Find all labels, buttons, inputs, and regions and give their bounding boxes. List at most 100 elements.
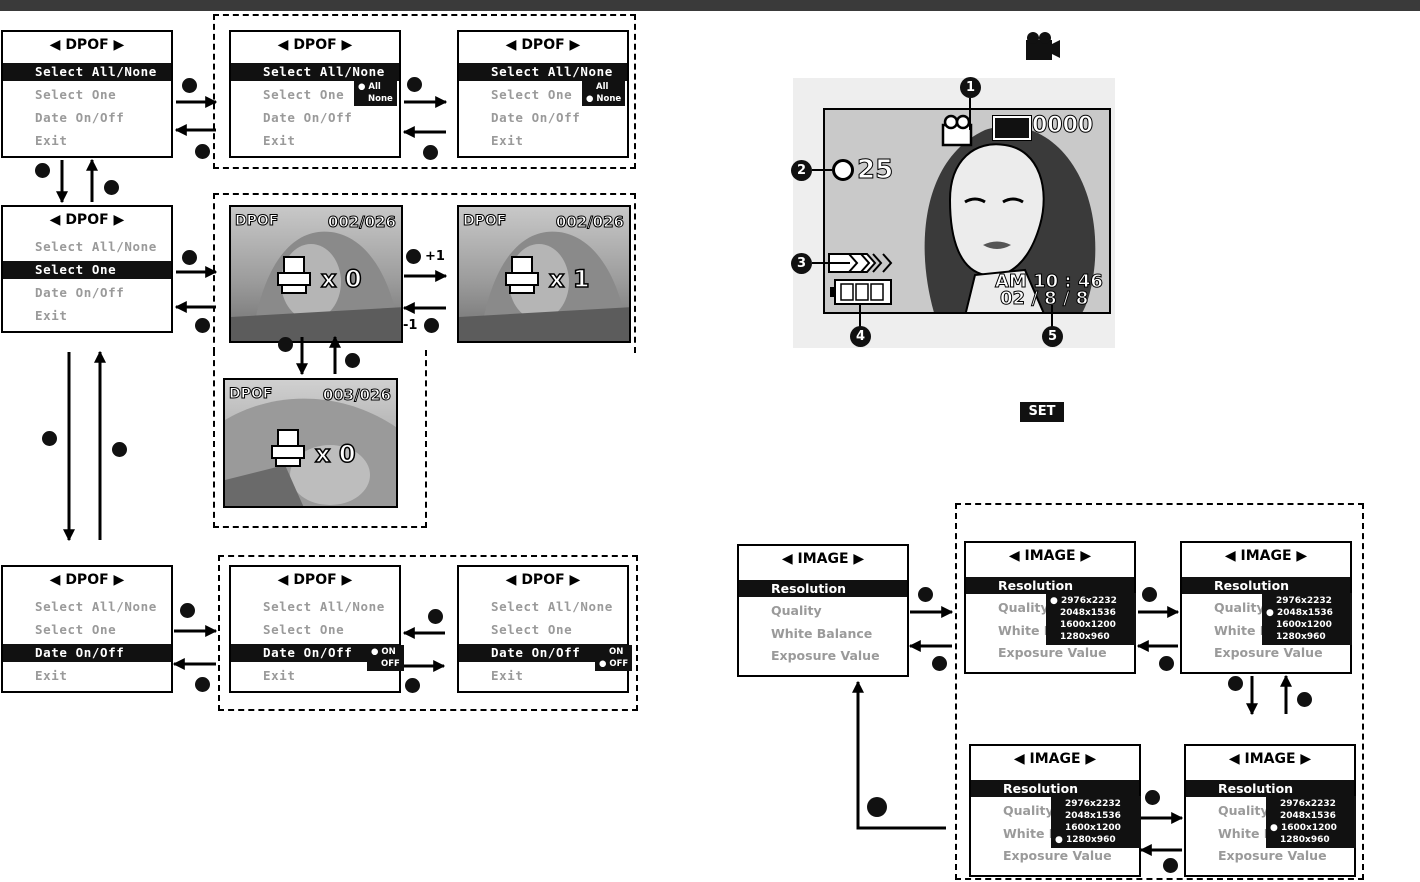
res-option[interactable]: 1600x1200 [1276, 620, 1332, 630]
menu-item-quality[interactable]: Quality [1214, 600, 1265, 615]
left-button-icon [424, 318, 439, 333]
page-header-bar [0, 0, 1420, 11]
menu-item-date[interactable]: Date On/Off [491, 110, 581, 125]
dpof-tag: DPOF [462, 213, 507, 230]
ok-button-icon [932, 656, 947, 671]
lcd-portrait-illustration [924, 126, 1096, 312]
date-popup[interactable]: ● ON OFF [367, 645, 404, 671]
menu-item-date[interactable]: Date On/Off [231, 644, 399, 662]
menu-item-resolution[interactable]: Resolution [1182, 577, 1350, 594]
select-all-popup[interactable]: All ● None [582, 80, 626, 106]
menu-item-exposure[interactable]: Exposure Value [1214, 645, 1323, 660]
menu-item-select-all[interactable]: Select All/None [3, 63, 171, 81]
menu-item-exit[interactable]: Exit [35, 308, 68, 323]
menu-item-quality[interactable]: Quality [1003, 803, 1054, 818]
menu-item-select-all[interactable]: Select All/None [35, 239, 157, 254]
menu-item-exit[interactable]: Exit [35, 668, 68, 683]
down-button-icon [278, 337, 293, 352]
menu-item-exposure[interactable]: Exposure Value [771, 648, 880, 663]
step-minus-label: -1 [403, 318, 418, 333]
menu-item-exposure[interactable]: Exposure Value [998, 645, 1107, 660]
popup-option-off[interactable]: OFF [381, 659, 400, 669]
res-option[interactable]: 2048x1536 [1280, 811, 1336, 821]
up-button-icon [1297, 692, 1312, 707]
image-title: ◀ IMAGE ▶ [781, 551, 865, 567]
menu-item-select-one[interactable]: Select One [263, 622, 345, 637]
menu-item-quality[interactable]: Quality [998, 600, 1049, 615]
photo-counter: 002/026 [555, 213, 624, 232]
resolution-popup[interactable]: 2976x2232 2048x1536 1600x1200 ● 1280x960 [1051, 796, 1141, 848]
menu-item-resolution[interactable]: Resolution [971, 780, 1139, 797]
ok-button-icon [195, 677, 210, 692]
lcd-counter: 0000 [1031, 113, 1094, 139]
res-option[interactable]: 2048x1536 [1060, 608, 1116, 618]
up-button-icon [1145, 790, 1160, 805]
res-option[interactable]: 1280x960 [1276, 632, 1326, 642]
res-option[interactable]: ● 2048x1536 [1266, 608, 1333, 618]
dpof-tag: DPOF [234, 213, 279, 230]
res-option[interactable]: 2048x1536 [1065, 811, 1121, 821]
dpof-screen-date-popup-off: ◀ DPOF ▶ Select All/None Select One Date… [457, 565, 633, 693]
menu-item-exit[interactable]: Exit [35, 133, 68, 148]
menu-item-date[interactable]: Date On/Off [35, 110, 125, 125]
popup-option-none[interactable]: ● None [586, 94, 622, 104]
menu-item-exit[interactable]: Exit [263, 668, 296, 683]
zoom-indicator-icon [827, 252, 893, 274]
res-option[interactable]: 2976x2232 [1280, 799, 1336, 809]
menu-item-exit[interactable]: Exit [263, 133, 296, 148]
res-option[interactable]: ● 1600x1200 [1270, 823, 1337, 833]
res-option[interactable]: 1600x1200 [1060, 620, 1116, 630]
popup-option-none[interactable]: None [368, 94, 393, 104]
menu-item-select-all[interactable]: Select All/None [263, 599, 385, 614]
print-icon [276, 255, 312, 295]
res-option[interactable]: 1600x1200 [1065, 823, 1121, 833]
menu-item-exposure[interactable]: Exposure Value [1218, 848, 1327, 863]
menu-item-date[interactable]: Date On/Off [459, 644, 627, 662]
up-button-icon [405, 678, 420, 693]
menu-item-select-one[interactable]: Select One [491, 87, 573, 102]
menu-item-exit[interactable]: Exit [491, 668, 524, 683]
lcd-remaining: 25 [856, 155, 894, 186]
menu-item-select-all[interactable]: Select All/None [35, 599, 157, 614]
down-button-icon [35, 163, 50, 178]
popup-option-all[interactable]: ● All [358, 82, 381, 92]
date-popup[interactable]: ON ● OFF [595, 645, 633, 671]
menu-item-select-one[interactable]: Select One [263, 87, 345, 102]
menu-item-resolution[interactable]: Resolution [966, 577, 1134, 594]
menu-item-quality[interactable]: Quality [771, 603, 822, 618]
menu-item-date[interactable]: Date On/Off [3, 644, 171, 662]
menu-item-select-all[interactable]: Select All/None [491, 599, 613, 614]
res-option[interactable]: 2976x2232 [1276, 596, 1332, 606]
popup-option-off[interactable]: ● OFF [599, 659, 629, 669]
ok-button-icon [182, 250, 197, 265]
menu-item-resolution[interactable]: Resolution [1186, 780, 1354, 797]
menu-item-resolution[interactable]: Resolution [739, 580, 907, 597]
res-option[interactable]: ● 2976x2232 [1050, 596, 1117, 606]
popup-option-on[interactable]: ● ON [371, 647, 396, 657]
menu-item-select-one[interactable]: Select One [3, 261, 171, 279]
menu-item-date[interactable]: Date On/Off [263, 110, 353, 125]
menu-item-select-all[interactable]: Select All/None [231, 63, 399, 81]
menu-item-date[interactable]: Date On/Off [35, 285, 125, 300]
select-all-popup[interactable]: ● All None [354, 80, 397, 106]
menu-item-select-one[interactable]: Select One [35, 87, 117, 102]
menu-item-select-all[interactable]: Select All/None [459, 63, 627, 81]
res-option[interactable]: ● 1280x960 [1055, 835, 1116, 845]
menu-item-select-one[interactable]: Select One [491, 622, 573, 637]
resolution-popup[interactable]: ● 2976x2232 2048x1536 1600x1200 1280x960 [1046, 593, 1136, 645]
menu-item-white-balance[interactable]: White Balance [771, 626, 873, 641]
resolution-popup[interactable]: 2976x2232 ● 2048x1536 1600x1200 1280x960 [1262, 593, 1352, 645]
popup-option-all[interactable]: All [596, 82, 609, 92]
menu-item-quality[interactable]: Quality [1218, 803, 1269, 818]
res-option[interactable]: 1280x960 [1280, 835, 1330, 845]
res-option[interactable]: 1280x960 [1060, 632, 1110, 642]
dpof-screen-select-all: ◀ DPOF ▶ Select All/None Select One Date… [1, 30, 173, 158]
menu-item-select-one[interactable]: Select One [35, 622, 117, 637]
res-option[interactable]: 2976x2232 [1065, 799, 1121, 809]
down-button-icon [423, 145, 438, 160]
resolution-popup[interactable]: 2976x2232 2048x1536 ● 1600x1200 1280x960 [1266, 796, 1356, 848]
menu-item-exposure[interactable]: Exposure Value [1003, 848, 1112, 863]
popup-option-on[interactable]: ON [609, 647, 624, 657]
menu-item-exit[interactable]: Exit [491, 133, 524, 148]
callout-5: 5 [1042, 326, 1063, 347]
